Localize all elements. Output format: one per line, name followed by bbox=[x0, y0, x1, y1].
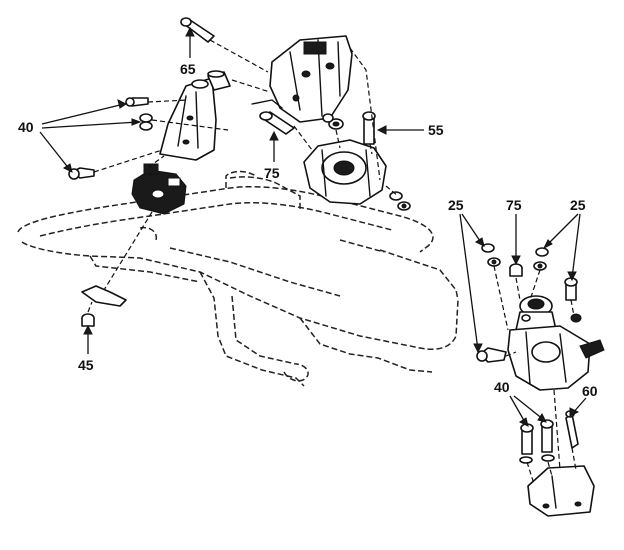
alignment-lines-center bbox=[293, 47, 399, 197]
label-25-right: 25 bbox=[570, 197, 586, 213]
center-insulator bbox=[303, 139, 387, 205]
right-lower-bracket bbox=[527, 465, 595, 517]
bolt-75-top bbox=[259, 111, 295, 135]
subframe-dashed bbox=[17, 170, 459, 387]
left-insulator bbox=[131, 163, 187, 215]
label-25-left: 25 bbox=[448, 197, 464, 213]
label-60: 60 bbox=[582, 383, 598, 399]
stud-60 bbox=[565, 410, 579, 449]
bolt-55 bbox=[362, 111, 376, 145]
left-lower-plate bbox=[81, 285, 127, 307]
left-mount-bracket bbox=[159, 77, 217, 161]
leader-lines bbox=[39, 26, 587, 427]
right-bolts-40 bbox=[519, 419, 555, 464]
alignment-lines-right bbox=[493, 265, 577, 485]
left-bolts-40 bbox=[68, 97, 153, 180]
bolt-65 bbox=[180, 17, 215, 43]
label-40-right: 40 bbox=[494, 379, 510, 395]
label-75-top: 75 bbox=[264, 165, 280, 181]
nut-45 bbox=[81, 313, 95, 327]
left-spacer-sleeve bbox=[207, 70, 231, 91]
label-40-left: 40 bbox=[18, 119, 34, 135]
label-45: 45 bbox=[78, 357, 94, 373]
right-nuts-25 bbox=[476, 243, 578, 363]
alignment-lines-left bbox=[87, 39, 271, 313]
label-55: 55 bbox=[428, 122, 444, 138]
center-engine-bracket bbox=[251, 35, 353, 123]
right-nut-75 bbox=[509, 263, 523, 277]
label-75-right: 75 bbox=[506, 197, 522, 213]
label-65: 65 bbox=[180, 61, 196, 77]
center-nuts bbox=[322, 113, 411, 211]
right-mount-assembly bbox=[507, 295, 605, 391]
